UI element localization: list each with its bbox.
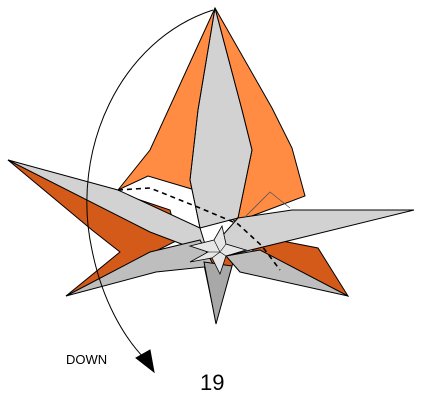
- star-front-layer: [8, 8, 414, 324]
- step-number: 19: [200, 370, 224, 395]
- grey-bottom-point: [204, 262, 232, 324]
- direction-label: DOWN: [66, 352, 107, 367]
